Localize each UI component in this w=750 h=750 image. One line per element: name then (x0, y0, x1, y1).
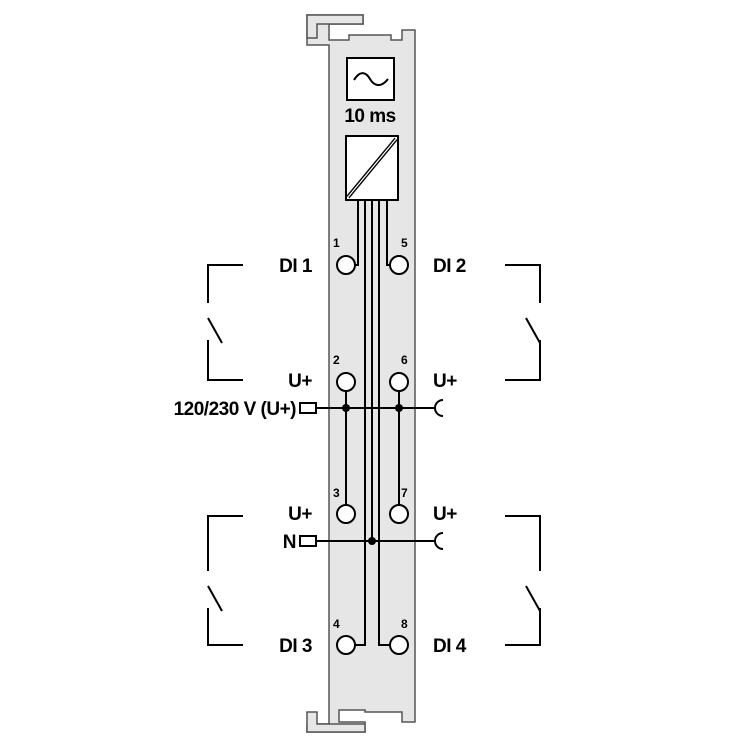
isolation-converter-icon (345, 135, 399, 201)
label-di4: DI 4 (433, 636, 467, 657)
label-uplus-2: U+ (288, 371, 312, 392)
terminal-5: 5 (389, 236, 409, 275)
neutral-out-socket (434, 532, 444, 550)
terminal-1: 1 (333, 236, 356, 275)
switch-di4 (505, 515, 541, 646)
svg-text:8: 8 (401, 617, 408, 631)
filter-time-label: 10 ms (344, 106, 395, 127)
switch-di1 (207, 264, 243, 381)
label-uplus-7: U+ (433, 504, 457, 525)
svg-text:5: 5 (401, 236, 408, 250)
svg-text:4: 4 (333, 617, 340, 631)
svg-text:1: 1 (333, 236, 340, 250)
svg-text:2: 2 (333, 353, 340, 367)
label-di2: DI 2 (433, 256, 466, 277)
neutral-connector (299, 535, 317, 547)
terminal-7: 7 (389, 486, 409, 524)
label-di3: DI 3 (279, 636, 312, 657)
label-uplus-6: U+ (433, 371, 457, 392)
label-di1: DI 1 (279, 256, 313, 277)
terminal-8: 8 (389, 617, 409, 655)
label-neutral: N (283, 532, 296, 553)
label-uplus-3: U+ (288, 504, 312, 525)
switch-di2 (505, 264, 541, 381)
bottom-rail-hook (306, 711, 366, 733)
supply-out-socket (434, 399, 444, 417)
terminal-6: 6 (389, 353, 409, 392)
svg-text:3: 3 (333, 486, 340, 500)
internal-wires (316, 200, 436, 646)
svg-text:7: 7 (401, 486, 408, 500)
svg-text:6: 6 (401, 353, 408, 367)
filter-block: 10 ms (344, 57, 396, 127)
terminal-2: 2 (333, 353, 356, 392)
label-supply: 120/230 V (U+) (174, 399, 297, 420)
ac-sine-icon (353, 72, 389, 86)
switch-di3 (207, 515, 243, 646)
terminal-4: 4 (333, 617, 356, 655)
top-rail-hook (306, 14, 364, 39)
supply-connector (299, 402, 317, 414)
terminal-3: 3 (333, 486, 356, 524)
